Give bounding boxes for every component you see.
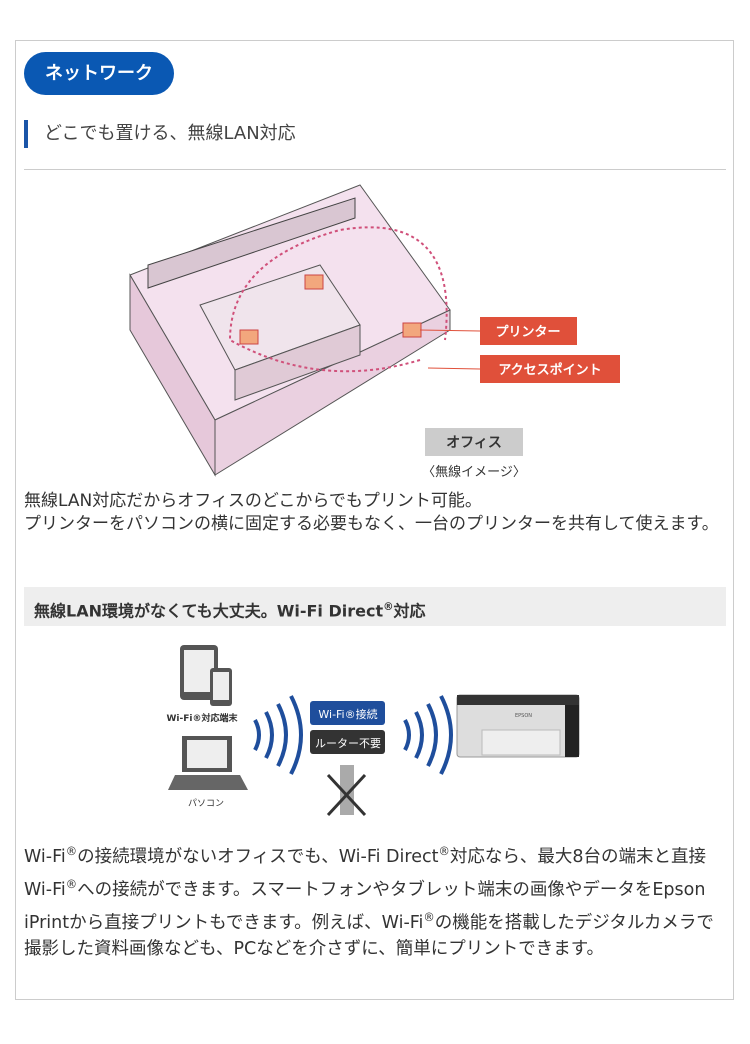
pc-label: パソコン xyxy=(188,798,224,809)
reg: ® xyxy=(438,844,450,858)
devices-label: Wi-Fi®対応端末 xyxy=(167,712,239,724)
printer-image: EPSON xyxy=(456,694,580,758)
reg: ® xyxy=(65,876,78,891)
wifi-connection-label: Wi-Fi®接続 xyxy=(318,707,377,721)
router-crossed-icon xyxy=(326,765,367,817)
printer-brand: EPSON xyxy=(515,713,532,719)
router-not-needed-label: ルーター不要 xyxy=(315,737,381,750)
subheading: どこでも置ける、無線LAN対応 xyxy=(24,120,296,148)
paragraph-wifi-direct: Wi-Fi®の接続環境がないオフィスでも、Wi-Fi Direct®対応なら、最… xyxy=(24,838,724,963)
reg: ® xyxy=(423,909,435,924)
office-illustration: プリンター アクセスポイント オフィス 〈無線イメージ〉 xyxy=(129,184,620,480)
reg: ® xyxy=(65,844,78,858)
p2-text: Wi-Fi xyxy=(24,846,66,867)
p2-text: への接続ができます。スマートフォンやタブレット端末の画像やデータをEpson i… xyxy=(24,879,706,933)
printer-label: プリンター xyxy=(495,325,560,340)
heading-text: 無線LAN環境がなくても大丈夫。Wi-Fi Direct xyxy=(34,601,384,621)
heading-tail: 対応 xyxy=(393,601,426,621)
p2-text: の接続環境がないオフィスでも、Wi-Fi Direct xyxy=(77,846,439,867)
registered-mark: ® xyxy=(383,601,394,613)
divider xyxy=(24,169,726,170)
office-label: オフィス xyxy=(446,435,502,451)
content-box xyxy=(15,40,734,1000)
section-heading-wifi-direct: 無線LAN環境がなくても大丈夫。Wi-Fi Direct®対応 xyxy=(24,587,726,626)
p2-text: の機能を搭載したデジタルカメラで撮影した資料画像なども、PCなどを介さずに、簡単… xyxy=(24,912,714,960)
p2-text: 対応なら、最大8台の端末と直接Wi-Fi xyxy=(24,846,706,900)
wifi-waves-left-icon xyxy=(253,695,303,775)
access-point-label: アクセスポイント xyxy=(498,362,601,378)
illustration-caption: 〈無線イメージ〉 xyxy=(422,464,526,480)
paragraph-wireless-lan: 無線LAN対応だからオフィスのどこからでもプリント可能。 プリンターをパソコンの… xyxy=(24,491,719,534)
wifi-waves-right-icon xyxy=(403,695,453,775)
section-badge: ネットワーク xyxy=(24,52,174,95)
wifi-direct-diagram: Wi-Fi®対応端末 パソコン Wi-Fi®接続 ルーター不要 EPSON xyxy=(167,645,580,817)
printer-label-box xyxy=(480,317,577,345)
